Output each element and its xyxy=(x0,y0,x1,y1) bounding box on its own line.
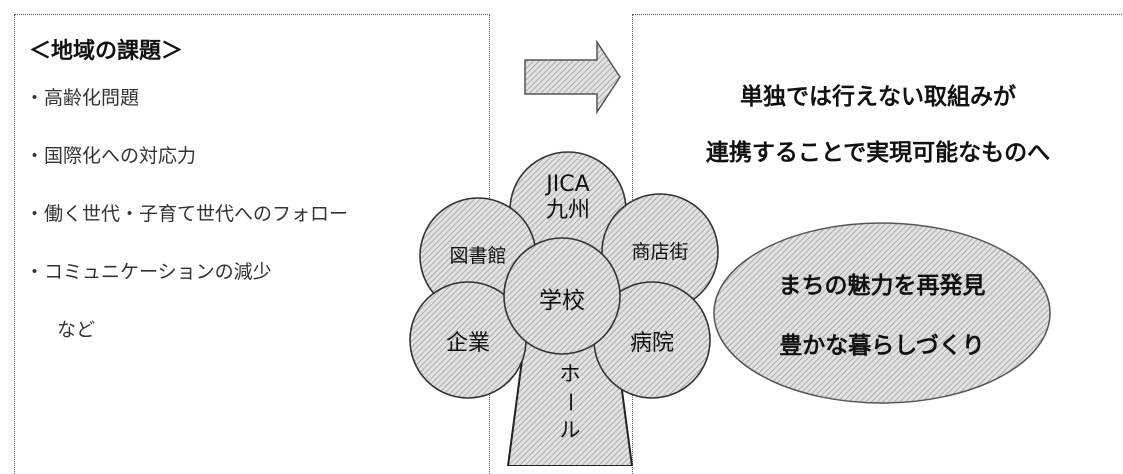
library-label: 図書館 xyxy=(449,245,507,267)
jica-label-line1: JICA xyxy=(546,172,590,197)
shopping-street-label: 商店街 xyxy=(631,241,689,263)
hospital-label: 病院 xyxy=(629,331,674,356)
oval-text-2: 豊かな暮らしづくり xyxy=(779,333,985,359)
issue-item: ・コミュニケーションの減少 xyxy=(25,261,272,283)
hall-char: ー xyxy=(558,391,582,413)
issue-item: ・国際化への対応力 xyxy=(25,145,197,167)
regional-issues-panel: ＜地域の課題＞ ・高齢化問題 ・国際化への対応力 ・働く世代・子育て世代へのフォ… xyxy=(14,14,490,474)
company-label: 企業 xyxy=(445,331,490,356)
outcome-oval xyxy=(713,222,1051,404)
hall-char: ホ xyxy=(559,362,581,386)
issues-heading: ＜地域の課題＞ xyxy=(29,39,184,64)
oval-text-1: まちの魅力を再発見 xyxy=(778,273,986,299)
jica-label-line2: 九州 xyxy=(545,198,590,223)
right-arrow-icon xyxy=(524,39,621,115)
circle-school xyxy=(503,237,621,355)
issue-item: ・高齢化問題 xyxy=(25,87,140,109)
hall-label: ホ ー ル xyxy=(555,360,585,444)
outcome-line-2: 連携することで実現可能なものへ xyxy=(705,140,1051,166)
jica-label: JICA 九州 xyxy=(518,172,618,224)
issues-etc: など xyxy=(57,319,96,341)
hall-char: ル xyxy=(559,418,581,442)
issue-item: ・働く世代・子育て世代へのフォロー xyxy=(25,203,349,225)
outcome-line-1: 単独では行えない取組みが xyxy=(740,84,1016,110)
school-label: 学校 xyxy=(539,288,585,314)
